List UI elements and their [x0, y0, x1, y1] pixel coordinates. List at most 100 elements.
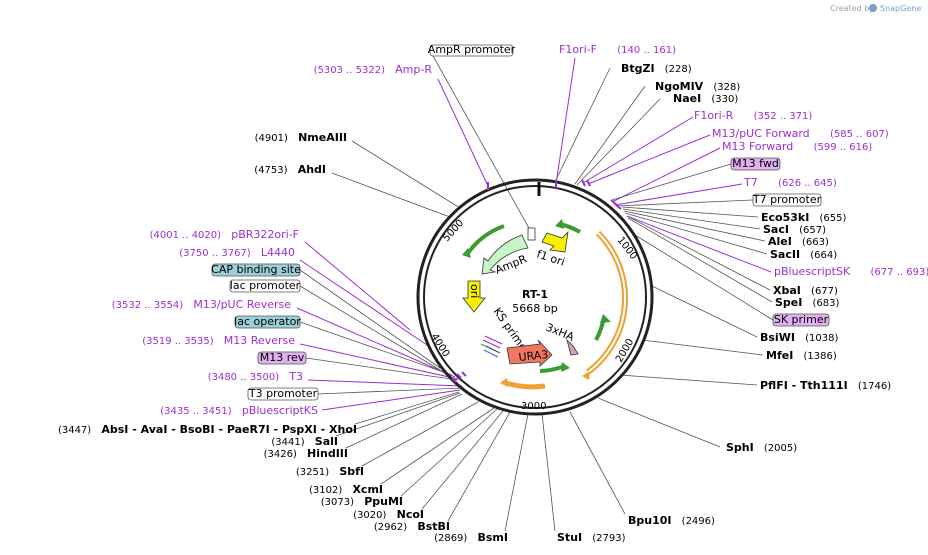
boxed-label-skprimer: SK primer: [772, 313, 830, 327]
svg-text:T7 promoter: T7 promoter: [752, 193, 822, 206]
primer-ampr_r: (5303 .. 5322) Amp-R: [314, 58, 433, 77]
ori-label: ori: [468, 284, 481, 298]
primer-m13puc_f: M13/pUC Forward (585 .. 607): [712, 122, 889, 141]
ori-feature-arrow: [462, 280, 486, 313]
leader-cap: [299, 269, 441, 369]
leader-t3: [307, 379, 463, 387]
enzyme-alei: AleI (663): [768, 230, 829, 249]
green-arc-left-arrow-icon: [462, 248, 471, 258]
plasmid-name: RT-1: [522, 288, 548, 301]
ring-site-marks: [451, 179, 622, 383]
enzyme-bsmi: (2869) BsmI: [434, 526, 508, 545]
leader-ampr_prom: [429, 50, 531, 231]
leader-m13puc_f: [587, 134, 711, 185]
leader-ahdi: [331, 172, 451, 218]
leader-f1ori_f: [555, 57, 576, 185]
boxed-label-lacprom: lac promoter: [229, 279, 301, 293]
enzyme-bpu10i: Bpu10I (2496): [628, 509, 715, 528]
enzyme-eco53ki: Eco53kI (655): [761, 206, 846, 225]
f1-ori-feature-arrow: [541, 230, 569, 253]
enzyme-ncoi: (3020) NcoI: [353, 503, 424, 522]
leader-bsmi: [504, 413, 529, 532]
primer-f1ori_f: F1ori-F (140 .. 161): [559, 38, 676, 57]
leader-pbks: [321, 389, 461, 411]
backbone-inner-ring: [423, 185, 647, 409]
leader-bstbi: [447, 411, 511, 522]
3xha-feature-arrow: [566, 338, 579, 356]
primer-m13_r: (3519 .. 3535) M13 Reverse: [142, 329, 295, 348]
leader-mcs: [354, 391, 460, 425]
leader-l4440: [299, 259, 431, 348]
mcs-primer-cluster: [480, 335, 503, 358]
primer-f1ori_r: F1ori-R (352 .. 371): [694, 104, 812, 123]
leader-f1ori_r: [582, 116, 694, 184]
leader-m13_r: [299, 343, 459, 380]
svg-text:M13 rev: M13 rev: [260, 351, 305, 364]
leader-stui: [541, 413, 556, 532]
primer-pbsk: pBluescriptSK (677 .. 693): [774, 260, 928, 279]
leader-t3prom: [317, 387, 463, 395]
enzyme-pflfi: PflFI - Tth111I (1746): [760, 374, 891, 393]
leader-bsiwi: [649, 284, 758, 338]
primer-pbks: (3435 .. 3451) pBluescriptKS: [160, 399, 318, 418]
leader-m13fwd: [611, 163, 732, 201]
leader-t7prom: [615, 199, 754, 207]
svg-text:lac promoter: lac promoter: [230, 279, 301, 292]
enzyme-bsiwi: BsiWI (1038): [760, 326, 838, 345]
leader-skprimer: [634, 234, 774, 321]
svg-text:T3 promoter: T3 promoter: [248, 387, 318, 400]
green-arc-bottom: [539, 365, 563, 373]
leader-lacop: [299, 321, 453, 376]
boxed-label-m13rev: M13 rev: [257, 351, 307, 365]
leader-t7: [614, 183, 743, 206]
ampr-feature-arrow: [481, 234, 529, 275]
ura3-label: URA3: [518, 348, 549, 364]
enzyme-sacii: SacII (664): [770, 243, 837, 262]
leader-m13_f: [611, 147, 721, 203]
enzyme-ppumi: (3073) PpuMI: [321, 490, 403, 509]
snapgene-brand-text: SnapGene: [880, 4, 921, 13]
enzyme-naei: NaeI (330): [673, 87, 738, 106]
enzyme-ahdi: (4753) AhdI: [254, 158, 326, 177]
3xha-label: 3xHA: [544, 321, 576, 344]
enzyme-sbfi: (3251) SbfI: [296, 460, 364, 479]
leader-pbsk: [626, 215, 772, 273]
primer-m13puc_r: (3532 .. 3554) M13/pUC Reverse: [112, 293, 291, 312]
enzyme-nmeaiii: (4901) NmeAIII: [255, 126, 347, 145]
leader-naei: [576, 98, 661, 186]
created-by-text: Created by: [830, 4, 874, 13]
svg-text:SK primer: SK primer: [774, 313, 829, 326]
svg-text:M13 fwd: M13 fwd: [732, 157, 779, 170]
enzyme-sphi: SphI (2005): [726, 436, 797, 455]
primer-t7: T7 (626 .. 645): [743, 171, 837, 190]
plasmid-size: 5668 bp: [512, 302, 557, 315]
leader-nmeaiii: [351, 140, 461, 209]
boxed-label-t3prom: T3 promoter: [247, 387, 319, 401]
leader-eco53ki: [621, 206, 759, 218]
boxed-label-cap: CAP binding site: [211, 263, 301, 277]
leader-mfei: [641, 339, 764, 356]
leader-ampr_r: [437, 78, 489, 187]
primer-m13_f: M13 Forward (599 .. 616): [722, 135, 872, 154]
leader-bpu10i: [569, 411, 626, 515]
leader-saci: [622, 208, 761, 230]
svg-text:AmpR promoter: AmpR promoter: [428, 43, 516, 56]
enzyme-mcs: (3447) AbsI - AvaI - BsoBI - PaeR7I - Ps…: [58, 418, 357, 437]
primer-pbr322: (4001 .. 4020) pBR322ori-F: [150, 223, 299, 242]
boxed-label-lacop: lac operator: [234, 315, 301, 329]
enzyme-spei: SpeI (683): [775, 291, 840, 310]
leader-m13rev: [305, 357, 459, 381]
green-arc-top-arrow-icon: [555, 219, 564, 229]
ura3-feature-arrow: [506, 339, 553, 367]
enzyme-saci: SacI (657): [763, 218, 826, 237]
enzyme-stui: StuI (2793): [557, 526, 626, 545]
leader-xbai: [626, 215, 771, 291]
enzyme-hindiii: (3426) HindIII: [264, 442, 348, 461]
green-arc-bottom-arrow-icon: [561, 362, 570, 372]
enzyme-xcmi: (3102) XcmI: [309, 478, 383, 497]
leader-ngomiv: [574, 85, 646, 185]
enzyme-xbai: XbaI (677): [773, 279, 838, 298]
green-arc-right-arrow-icon: [600, 314, 611, 323]
